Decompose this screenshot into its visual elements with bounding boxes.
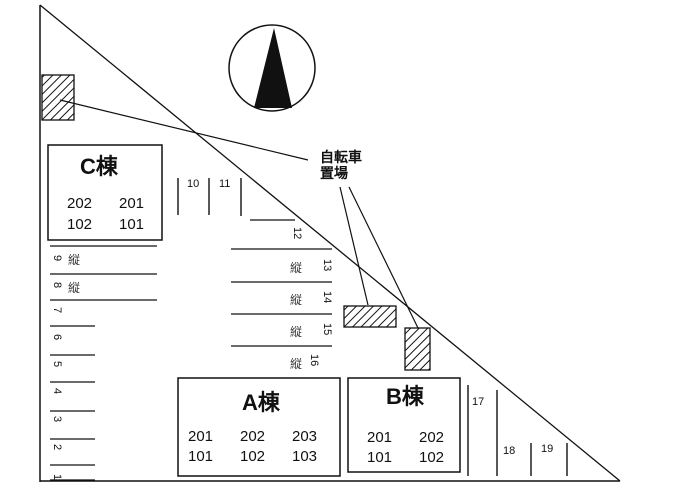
parking-space-19: 19	[541, 443, 553, 455]
parking-lines-right	[231, 219, 332, 347]
bicycle-parking-2	[343, 305, 397, 328]
boundary-diagonal	[39, 4, 621, 482]
bicycle-parking-3	[404, 327, 431, 371]
room-number: 202	[67, 195, 92, 212]
vertical-parking-mark: 縦	[290, 325, 302, 339]
parking-space-6: 6	[51, 334, 63, 340]
room-number: 101	[367, 449, 392, 466]
parking-lines-top	[177, 178, 242, 216]
room-number: 201	[119, 195, 144, 212]
room-number: 202	[419, 429, 444, 446]
room-number: 101	[119, 216, 144, 233]
vertical-parking-mark: 縦	[290, 261, 302, 275]
leader-line	[59, 99, 309, 161]
room-number: 102	[419, 449, 444, 466]
room-number: 203	[292, 428, 317, 445]
parking-space-18: 18	[503, 445, 515, 457]
parking-space-11: 11	[219, 178, 230, 190]
room-number: 202	[240, 428, 265, 445]
building-b: B棟 201 202 101 102	[347, 377, 461, 473]
parking-space-16: 16	[308, 354, 320, 366]
parking-space-17: 17	[472, 396, 484, 408]
building-a: A棟 201 202 203 101 102 103	[177, 377, 341, 477]
parking-space-4: 4	[51, 388, 63, 394]
parking-space-2: 2	[51, 444, 63, 450]
room-number: 102	[240, 448, 265, 465]
building-title: C棟	[80, 154, 119, 179]
room-number: 201	[188, 428, 213, 445]
parking-lines-left	[50, 245, 157, 481]
building-c: C棟 202 201 102 101	[47, 144, 163, 241]
vertical-parking-mark: 縦	[68, 253, 80, 267]
bicycle-parking-1	[41, 74, 75, 121]
parking-space-15: 15	[321, 323, 333, 335]
building-title: A棟	[242, 390, 281, 415]
parking-space-7: 7	[51, 307, 63, 313]
vertical-parking-mark: 縦	[290, 293, 302, 307]
vertical-parking-mark: 縦	[290, 357, 302, 371]
parking-space-14: 14	[321, 291, 333, 303]
room-number: 201	[367, 429, 392, 446]
building-title: B棟	[386, 384, 425, 409]
parking-space-8: 8	[51, 282, 63, 288]
leader-line	[339, 186, 369, 306]
parking-space-10: 10	[187, 178, 199, 190]
north-arrow-icon	[228, 24, 316, 112]
vertical-parking-mark: 縦	[68, 281, 80, 295]
leader-line	[348, 186, 419, 329]
room-number: 101	[188, 448, 213, 465]
room-number: 102	[67, 216, 92, 233]
parking-space-3: 3	[51, 416, 63, 422]
room-number: 103	[292, 448, 317, 465]
parking-space-13: 13	[321, 259, 333, 271]
parking-lines-bottom-right	[467, 385, 568, 476]
parking-space-12: 12	[291, 227, 303, 239]
parking-space-9: 9	[51, 255, 63, 261]
bicycle-parking-label: 置場	[320, 165, 348, 181]
bicycle-parking-label: 自転車	[320, 149, 362, 165]
parking-space-5: 5	[51, 361, 63, 367]
parking-space-1: 1	[51, 474, 63, 480]
